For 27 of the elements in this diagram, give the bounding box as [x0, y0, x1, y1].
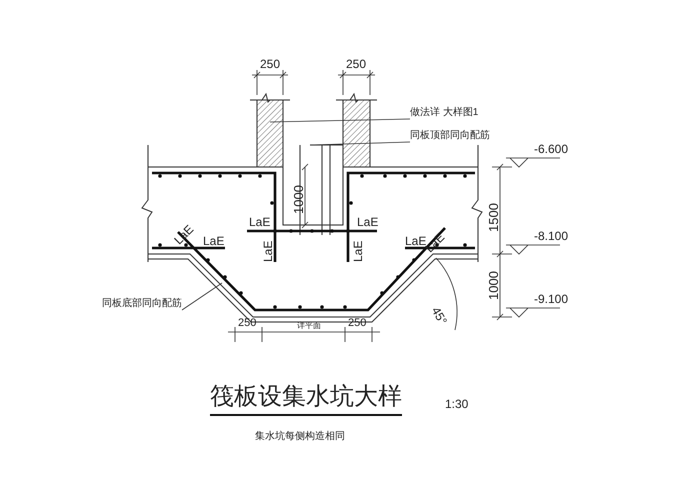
anchorage-label: LaE [203, 235, 224, 247]
anchorage-label: LaE [357, 216, 378, 228]
dimension-text: 250 [346, 58, 366, 70]
elevation-text: -6.600 [534, 143, 568, 155]
dimension-text: 250 [260, 58, 280, 70]
dimension-text: 1500 [487, 203, 500, 232]
dimension-text: 1000 [292, 185, 305, 214]
note-text: 集水坑每侧构造相同 [255, 432, 345, 442]
note-text: 同板底部同向配筋 [102, 299, 182, 309]
anchorage-label: LaE [262, 240, 274, 262]
elevation-text: -8.100 [534, 230, 568, 242]
leader-line [310, 142, 410, 146]
dimension-text: 详平面 [297, 322, 321, 330]
angle-text: 45° [430, 305, 450, 327]
leader-line [270, 118, 410, 122]
elevation-text: -9.100 [534, 293, 568, 305]
leader-line [182, 282, 222, 310]
scale-text: 1:30 [445, 398, 468, 410]
anchorage-label: LaE [352, 240, 364, 262]
note-text: 做法详 大样图1 [410, 108, 478, 118]
dimension-text: 250 [238, 318, 256, 329]
anchorage-label: LaE [405, 235, 426, 247]
anchorage-label: LaE [172, 222, 196, 246]
drawing-title: 筏板设集水坑大样 [210, 385, 402, 416]
note-text: 同板顶部同向配筋 [410, 131, 490, 141]
dimension-text: 1000 [487, 271, 500, 300]
anchorage-label: LaE [249, 216, 270, 228]
